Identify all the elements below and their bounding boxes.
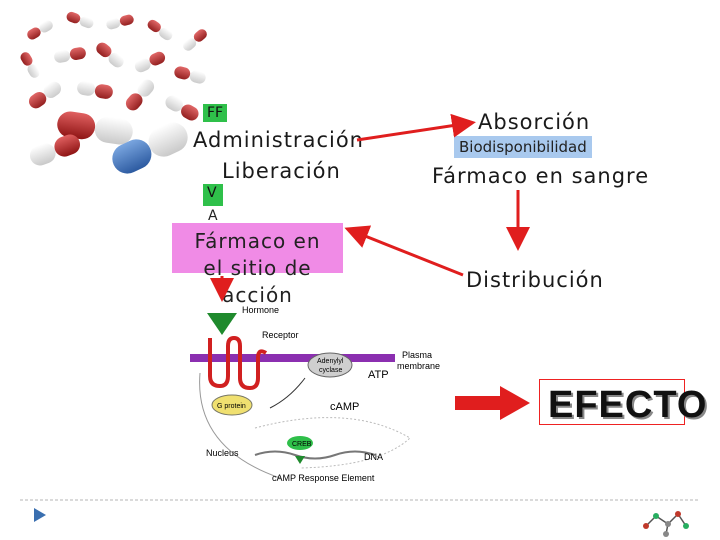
nav-arrow-icon[interactable]: [32, 506, 48, 524]
arrow-administracion-to-absorcion: [356, 113, 476, 142]
hormone-triangle: [207, 313, 237, 335]
g-protein-text: G protein: [217, 403, 246, 410]
arrow-to-efecto-head: [500, 386, 530, 420]
molecule-icon: [643, 511, 689, 537]
efecto-box: [539, 379, 685, 425]
liberacion-label: Liberación: [222, 159, 341, 183]
creb-shape: [287, 436, 313, 450]
pills-illustration: [20, 11, 207, 174]
plasma-text: Plasma: [402, 350, 432, 360]
absorcion-label: Absorción: [478, 110, 591, 134]
creb-text: CREB: [292, 441, 312, 448]
atp-text: ATP: [368, 369, 389, 381]
hormone-text: Hormone: [242, 305, 279, 315]
plasma-membrane-band: [190, 354, 395, 362]
distribucion-label: Distribución: [466, 268, 604, 292]
membrane-text: membrane: [397, 361, 440, 371]
receptor-text: Receptor: [262, 330, 299, 340]
farmaco-sitio-box: [172, 223, 343, 273]
cell-signaling-figure: Hormone Receptor Adenylyl cyclase ATP Pl…: [190, 305, 440, 483]
farmaco-sitio-line-1: Fármaco en: [194, 229, 321, 253]
adenylyl-cyclase-text-1: Adenylyl: [317, 358, 344, 365]
atp-arrow: [269, 377, 306, 409]
efecto-label: EFECTO: [548, 384, 708, 426]
va-tag-v: V: [207, 185, 217, 201]
arrow-to-efecto-shaft: [455, 396, 503, 410]
dna-strand: [254, 450, 376, 460]
cre-text: cAMP Response Element: [272, 473, 375, 483]
g-protein-shape: [211, 394, 253, 416]
va-tag-a: A: [208, 208, 218, 224]
camp-text: cAMP: [330, 401, 359, 413]
nucleus-outline: [254, 417, 411, 469]
adenylyl-cyclase-text-2: cyclase: [319, 367, 342, 374]
receptor-icon: [208, 335, 268, 391]
cre-marker: [295, 456, 305, 464]
dna-text: DNA: [364, 452, 383, 462]
ff-tag: FF: [203, 104, 228, 122]
administracion-label: Administración: [193, 128, 364, 152]
adenylyl-cyclase-shape: [307, 352, 353, 378]
arrow-distribucion-to-sitio: [344, 225, 464, 277]
nucleus-text: Nucleus: [206, 448, 239, 458]
va-tag: V: [203, 184, 223, 206]
biodisponibilidad-band: Biodisponibilidad: [454, 136, 592, 158]
cell-outline: [199, 372, 281, 479]
farmaco-sangre-label: Fármaco en sangre: [432, 164, 650, 188]
